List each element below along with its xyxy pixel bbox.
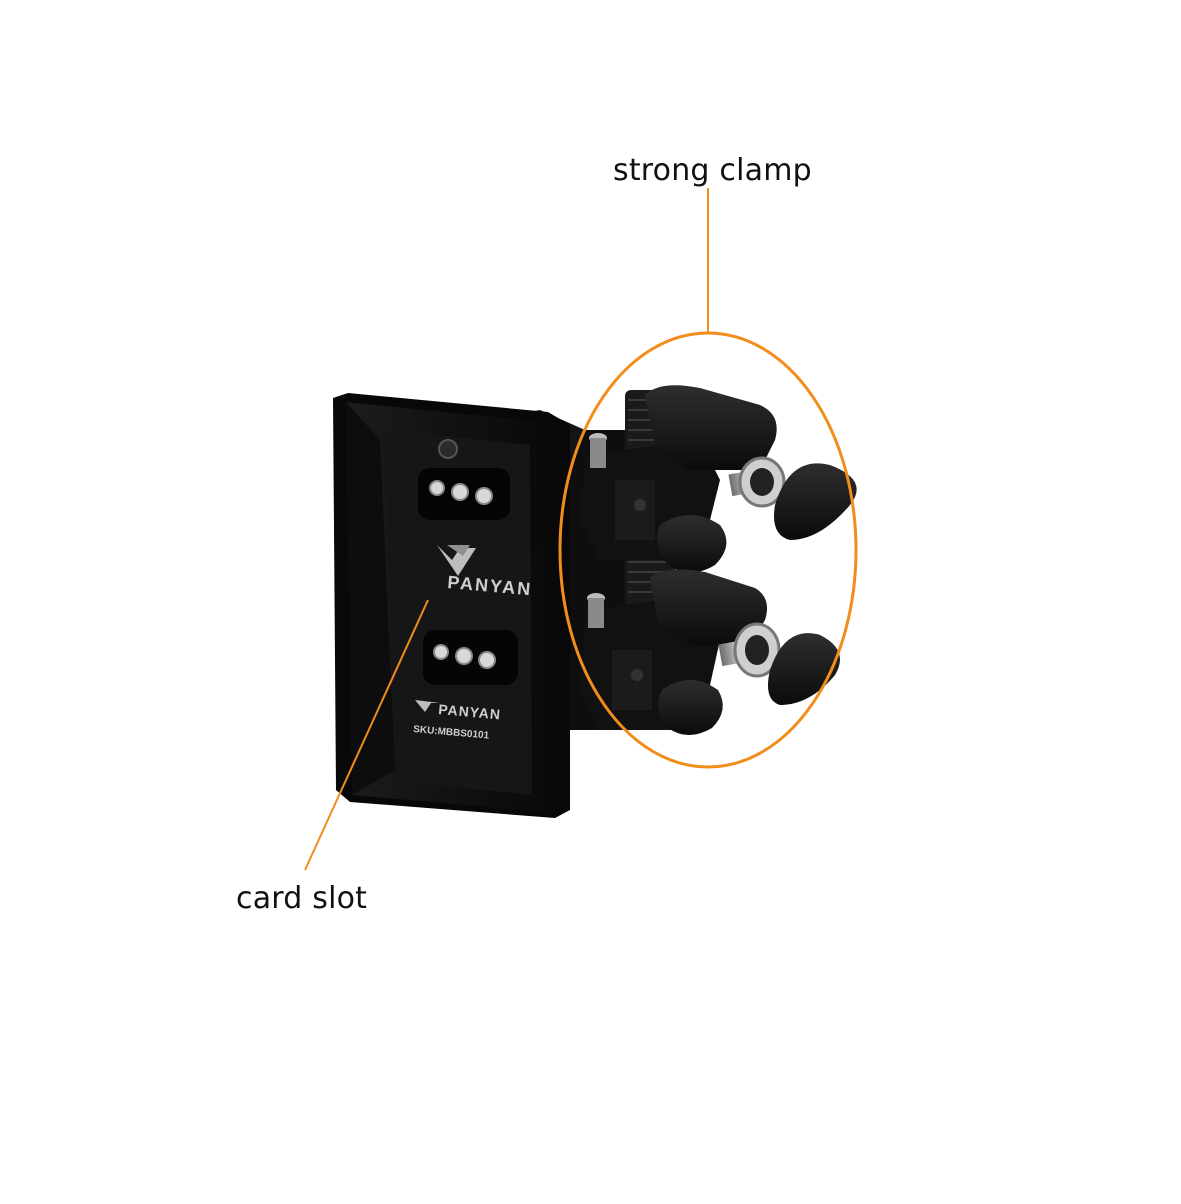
small-logo-mark bbox=[415, 700, 440, 712]
upper-screw-core bbox=[750, 468, 774, 496]
lower-pin-1 bbox=[433, 644, 449, 660]
brand-logo-mark bbox=[437, 545, 476, 576]
lower-clamp bbox=[580, 569, 840, 735]
upper-pin-2 bbox=[451, 483, 469, 501]
upper-clamp-jaw bbox=[615, 480, 655, 540]
brand-small-text: PANYAN bbox=[438, 701, 502, 722]
lower-clamp-jaw bbox=[612, 650, 652, 710]
strong-clamp-label: strong clamp bbox=[613, 153, 812, 188]
lower-pin-3 bbox=[478, 651, 496, 669]
battery-plate: PANYAN PANYAN SKU:MBBS0101 bbox=[333, 393, 570, 818]
upper-clamp bbox=[580, 385, 857, 573]
clamp-assembly bbox=[455, 385, 857, 735]
upper-pin-1 bbox=[429, 480, 445, 496]
plate-bevel-left bbox=[346, 402, 395, 795]
card-slot-label: card slot bbox=[236, 881, 368, 916]
lower-clamp-lever bbox=[650, 569, 768, 645]
lower-screw-core bbox=[745, 635, 769, 665]
lower-jaw-bolt bbox=[631, 669, 643, 681]
callout-graphics bbox=[304, 188, 858, 871]
latch-button bbox=[438, 439, 458, 459]
upper-clamp-lever bbox=[645, 385, 777, 470]
slot-callout-line bbox=[304, 599, 429, 871]
upper-side-knob bbox=[657, 515, 727, 573]
upper-pin-3 bbox=[475, 487, 493, 505]
upper-t-handle bbox=[774, 463, 857, 540]
lower-pin bbox=[588, 598, 604, 628]
lower-side-knob bbox=[658, 680, 723, 735]
clamp-highlight-ellipse bbox=[558, 331, 858, 769]
upper-pin bbox=[590, 438, 606, 468]
lower-pin-2 bbox=[455, 647, 473, 665]
upper-jaw-bolt bbox=[634, 499, 646, 511]
